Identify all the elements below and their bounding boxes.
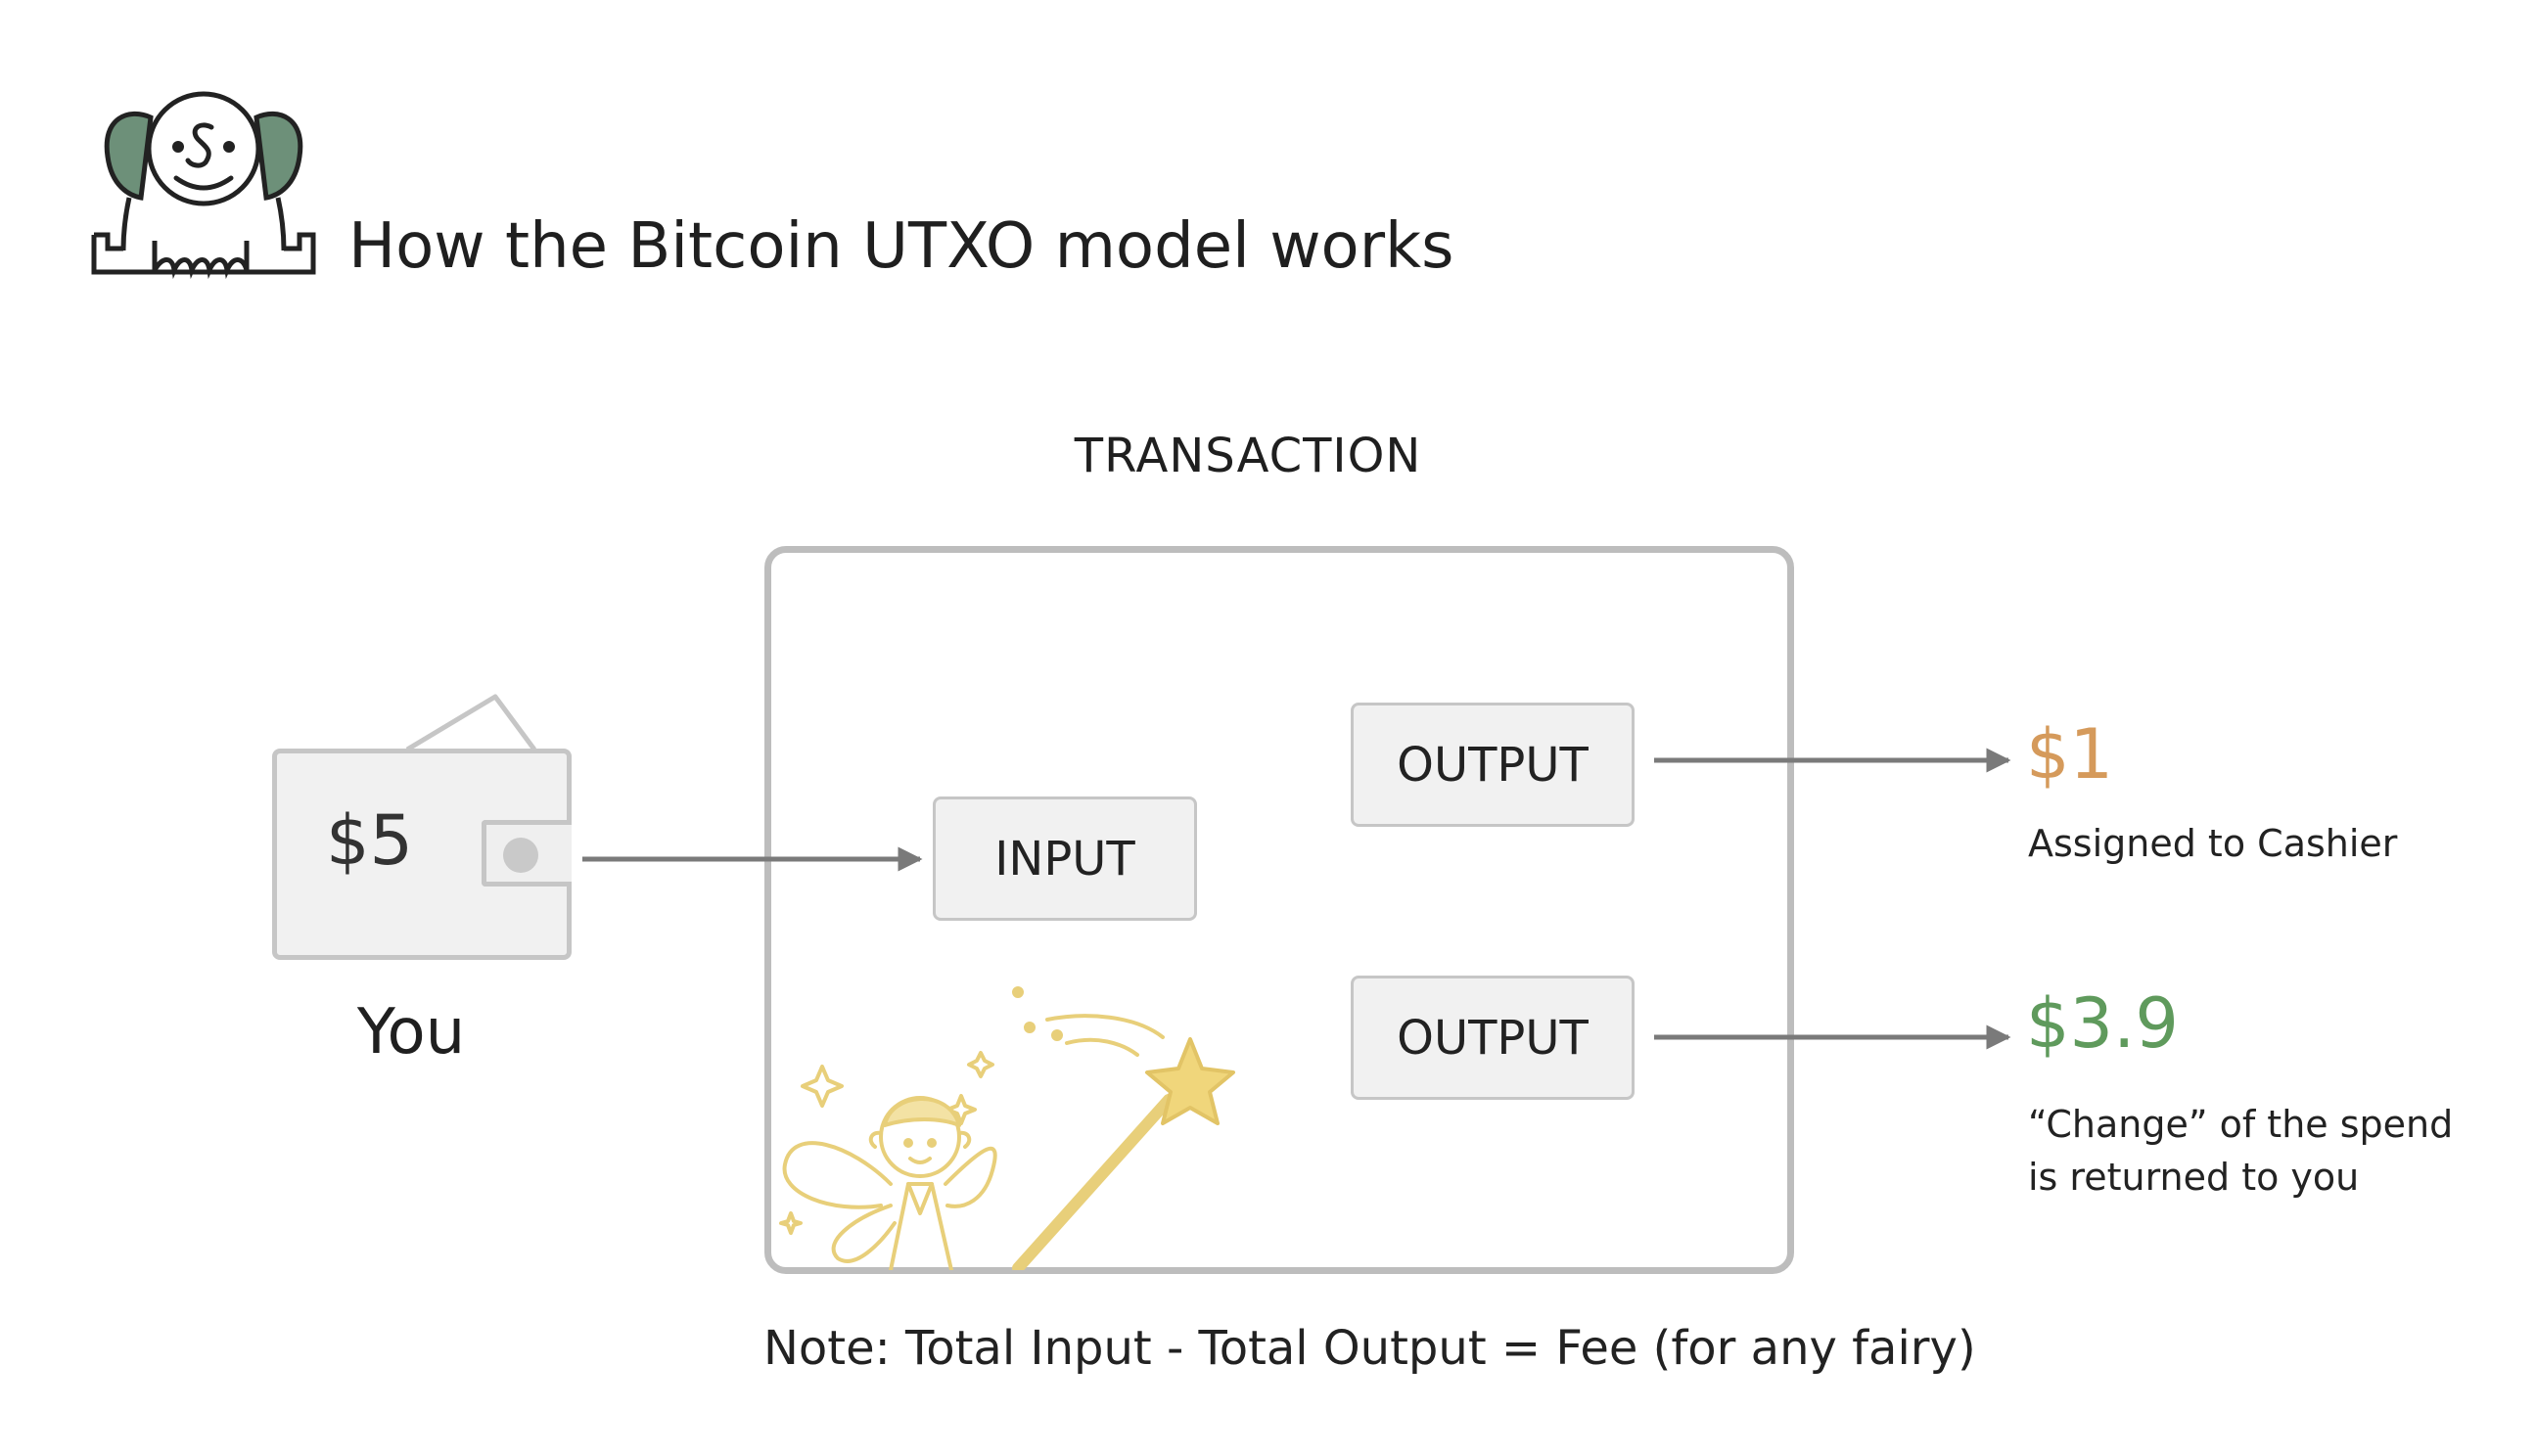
output-description-cashier: Assigned to Cashier <box>2028 822 2397 865</box>
fee-note: Note: Total Input - Total Output = Fee (… <box>763 1321 1976 1376</box>
page-title: How the Bitcoin UTXO model works <box>348 210 1454 283</box>
mascot-logo-icon <box>91 91 316 280</box>
wallet-flap-icon <box>405 694 537 752</box>
fairy-with-wand-icon <box>779 986 1235 1270</box>
output-amount-change: $3.9 <box>2026 983 2179 1064</box>
wallet-button-icon <box>503 838 538 873</box>
output-description-change: “Change” of the spend is returned to you <box>2028 1098 2453 1204</box>
wallet-owner-label: You <box>356 996 466 1069</box>
wallet-amount: $5 <box>326 800 414 881</box>
output-box-change: OUTPUT <box>1351 976 1635 1100</box>
input-box: INPUT <box>933 796 1197 921</box>
output-box-cashier: OUTPUT <box>1351 703 1635 827</box>
transaction-label: TRANSACTION <box>1074 429 1422 483</box>
description-line: “Change” of the spend <box>2028 1103 2454 1146</box>
description-line: Assigned to Cashier <box>2028 822 2398 865</box>
output-amount-cashier: $1 <box>2026 714 2114 795</box>
description-line: is returned to you <box>2028 1156 2360 1199</box>
transaction-box <box>764 546 1794 1274</box>
